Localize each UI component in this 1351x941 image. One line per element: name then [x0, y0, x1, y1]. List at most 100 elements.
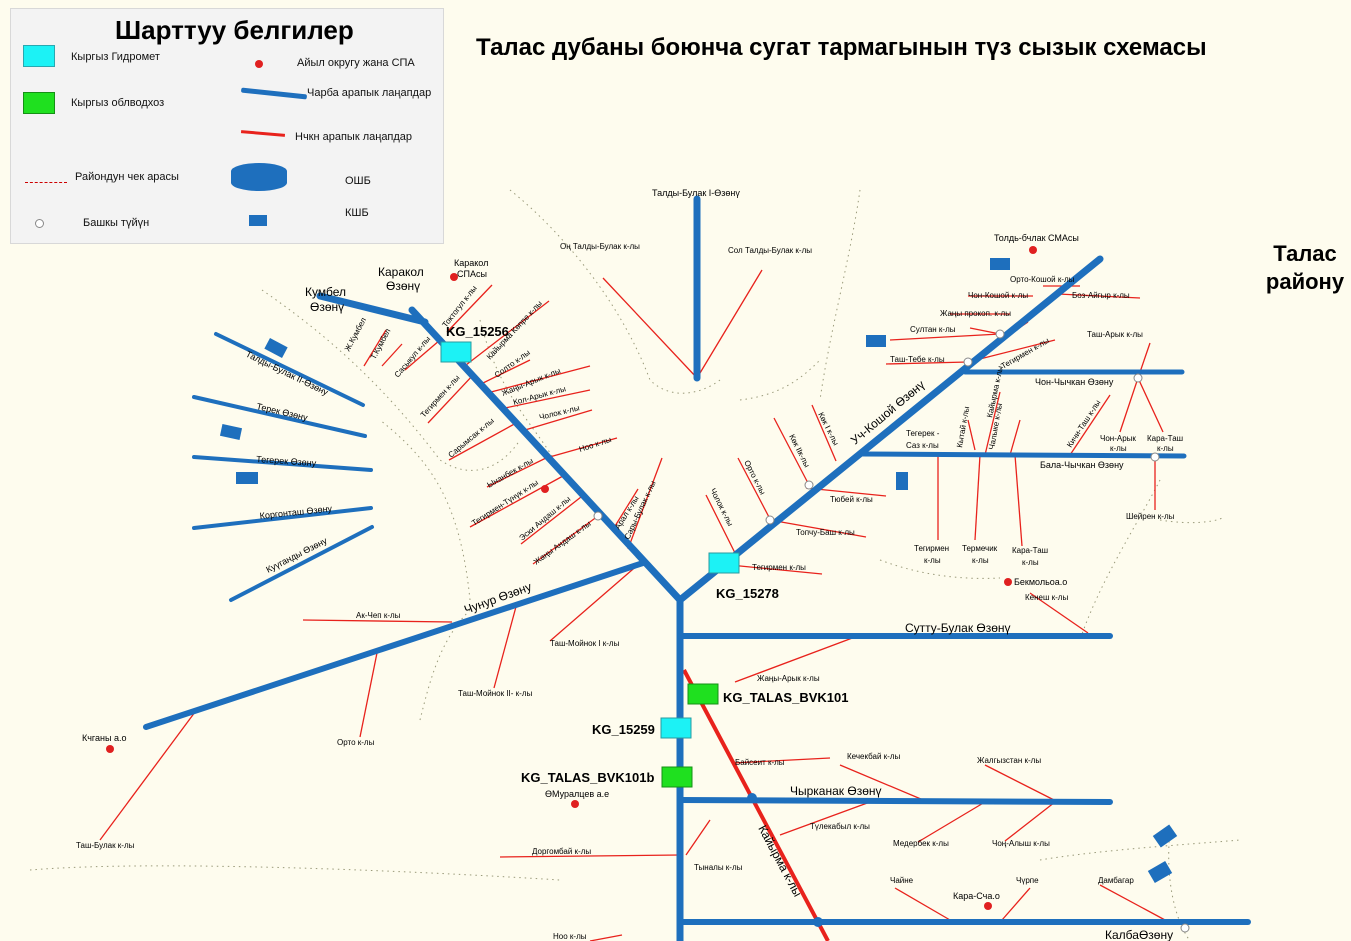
main-canal-swatch [240, 87, 308, 100]
legend-node-label: Башкы түйүн [83, 217, 150, 229]
station-kg15278-label: KG_15278 [716, 586, 779, 601]
canal-label: Таш-Тебе к-лы [890, 355, 945, 364]
node-icon [593, 511, 603, 521]
node-icon [1180, 923, 1190, 933]
canal-label: Оң Талды-Булак к-лы [560, 242, 640, 251]
legend-inter-canal-label: Нчкн арапык лаңапдар [295, 131, 413, 143]
village-markers [106, 246, 1037, 910]
legend-osb-label: ОШБ [345, 175, 371, 187]
confluence-markers [747, 793, 823, 927]
canal-label: Жаңы прокоп. к-лы [940, 309, 1011, 318]
canal-label: Дамбагар [1098, 876, 1134, 885]
village-label: Кчганы а.о [82, 733, 126, 743]
station-bvk101b-marker [661, 766, 693, 788]
canal-label: Тегерек - [906, 429, 940, 438]
station-kg15278-marker [708, 552, 740, 574]
canal-label: Таш-Мойнок I к-лы [550, 639, 620, 648]
district-name: Талас [1273, 241, 1337, 266]
ksb-block [264, 338, 288, 358]
district-word: району [1265, 269, 1345, 294]
canal-label: Тегирмен [914, 544, 949, 553]
river-taldybulak1-label: Талды-Булак I-Өзөнү [652, 188, 740, 198]
canal-label: Термечик [962, 544, 998, 553]
node-icon [765, 515, 775, 525]
canal-label: Таш-Мойнок II- к-лы [458, 689, 532, 698]
river-suttubulak-label: Сутту-Булак Өзөнү [905, 621, 1011, 635]
kaiyrma-canal-line [682, 669, 830, 941]
canal-label: Чон-Арык [1100, 434, 1136, 443]
canal-label: Орто-Кошой к-лы [1010, 275, 1075, 284]
canal-label: Чоң-Алыш к-лы [992, 839, 1050, 848]
ksb-block [896, 472, 908, 490]
village-label: ӨМуралцев а.е [545, 789, 609, 799]
canal-label: Токтогул к-лы [440, 284, 478, 330]
canal-label: Ж.Кумбел [343, 316, 368, 353]
village-dot [1004, 578, 1012, 586]
river-taldybulak2-label: Талды-Булак II-Өзөну [244, 349, 330, 398]
canal-label: Медербек к-лы [893, 839, 949, 848]
oblvodkhoz-swatch [23, 92, 55, 114]
village-label: Бекмольоа.о [1014, 577, 1067, 587]
station-kg15256-label: KG_15256 [446, 324, 509, 339]
district-label: Талас району [1250, 240, 1351, 296]
ksb-markers [219, 258, 1178, 884]
canal-label: Топчу-Баш к-лы [796, 528, 855, 537]
canal-label: Кытай к-лы [955, 405, 971, 448]
osb-icon [231, 163, 287, 191]
canal-label: Кичи-Таш к-лы [1065, 398, 1102, 449]
river-kalba-label: КалбаӨзөну [1105, 928, 1173, 941]
village-label: Толдь-бчлак СМАсы [994, 233, 1079, 243]
ksb-block [236, 472, 258, 484]
canal-label: Түлекабыл к-лы [810, 822, 870, 831]
canal-label: Таш-Арык к-лы [1087, 330, 1143, 339]
ksb-block [990, 258, 1010, 270]
village-dot [106, 745, 114, 753]
river-kumbel-label: Кумбел [305, 285, 346, 299]
canal-label: Сол Талды-Булак к-лы [728, 246, 812, 255]
node-icon [804, 480, 814, 490]
ksb-block [1147, 860, 1173, 884]
node-icon [35, 219, 44, 228]
node-icon [995, 329, 1005, 339]
village-label: Кара-Сча.о [953, 891, 1000, 901]
confluence-dot [747, 793, 757, 803]
canal-label: Доргомбай к-лы [532, 847, 591, 856]
river-balachychkan-label: Бала-Чычкан Өзөну [1040, 460, 1124, 470]
canal-label: к-лы [1157, 444, 1174, 453]
canal-label: Ноо к-лы [578, 435, 613, 454]
canal-label: Орто к-лы [337, 738, 375, 747]
legend-main-canal-label: Чарба арапык лаңапдар [307, 87, 432, 99]
canal-label: к-лы [972, 556, 989, 565]
canal-label: Тегирмен к-лы [1000, 336, 1051, 371]
map-legend: Шарттуу белгилер Кыргыз Гидромет Кыргыз … [10, 8, 444, 244]
village-dot [1029, 246, 1037, 254]
river-kaiyrma-label: Кайырма к-лы [755, 823, 804, 899]
ksb-icon [249, 215, 267, 226]
village-dot [541, 485, 549, 493]
canal-label: Тыналы к-лы [694, 863, 743, 872]
canal-label: Ноо к-лы [553, 932, 587, 941]
confluence-dot [813, 917, 823, 927]
canal-label: Жалгызстан к-лы [977, 756, 1041, 765]
hydromet-swatch [23, 45, 55, 67]
station-bvk101b-label: KG_TALAS_BVK101b [521, 770, 654, 785]
legend-hydromet-label: Кыргыз Гидромет [71, 51, 160, 63]
canal-label: к-лы [1022, 558, 1039, 567]
canal-label: к-лы [924, 556, 941, 565]
canal-label: Чүрпе [1016, 876, 1039, 885]
canal-label: Чон-Кошой к-лы [968, 291, 1028, 300]
river-kumbel-label: Өзөнү [310, 300, 344, 314]
canal-label: Шейрен к-лы [1126, 512, 1175, 521]
canal-label: Кечекбай к-лы [847, 752, 901, 761]
village-dot-icon [255, 60, 263, 68]
node-icon [1150, 452, 1160, 462]
river-chonchychkan-label: Чон-Чычкан Өзөну [1035, 377, 1114, 387]
river-karakol-label: Каракол [378, 265, 424, 279]
station-kg15256-marker [440, 341, 472, 363]
canal-label: Чайне [890, 876, 914, 885]
village-label: СПАсы [457, 269, 487, 279]
canal-label: Байсеит к-лы [735, 758, 785, 767]
canal-label: Тюбей к-лы [830, 495, 873, 504]
stations [440, 341, 740, 788]
